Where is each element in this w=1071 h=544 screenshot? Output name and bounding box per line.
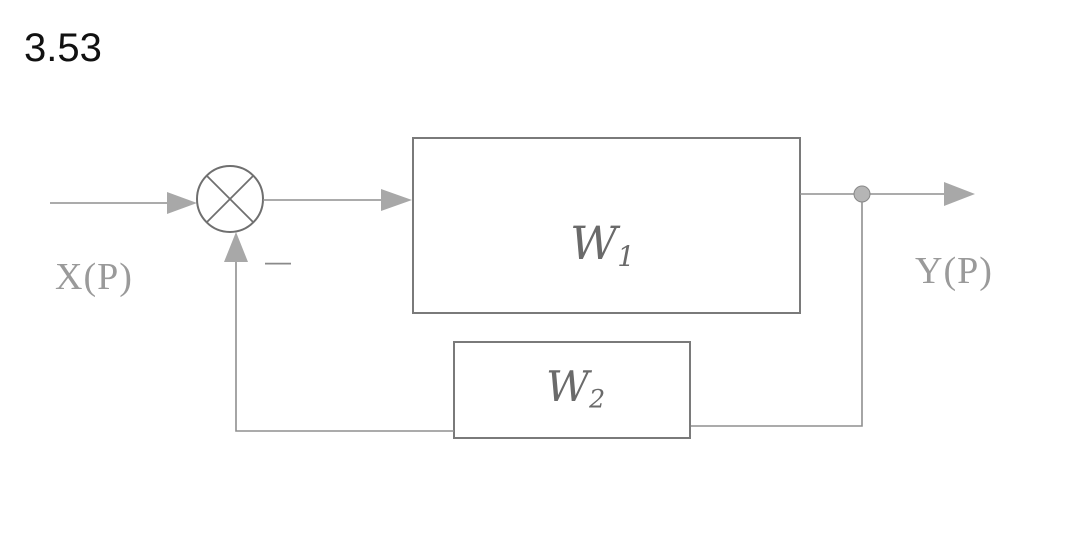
output-signal-label: Y(P) xyxy=(915,250,993,292)
input-signal-label: X(P) xyxy=(55,256,133,298)
w1-subscript: 1 xyxy=(617,239,635,273)
w1-letter: W xyxy=(570,216,618,270)
summing-junction-circle xyxy=(196,165,264,233)
takeoff-point xyxy=(853,185,871,203)
summing-junction xyxy=(196,165,264,233)
feedback-sign: — xyxy=(265,246,291,276)
w2-block xyxy=(453,341,691,439)
problem-number: 3.53 xyxy=(24,26,102,70)
output-arrow xyxy=(944,182,975,206)
w2-letter: W xyxy=(546,362,590,411)
w1-block xyxy=(412,137,801,314)
input-arrow xyxy=(167,192,197,214)
feedback-to-w2-line xyxy=(690,202,863,427)
summing-junction-cross-b xyxy=(206,175,254,223)
w2-output-line xyxy=(235,258,454,432)
w2-subscript: 2 xyxy=(589,384,606,414)
feedback-arrow xyxy=(224,232,248,262)
w2-label: W2 xyxy=(546,366,605,412)
w1-input-arrow xyxy=(381,189,412,211)
w1-label: W1 xyxy=(570,220,635,270)
